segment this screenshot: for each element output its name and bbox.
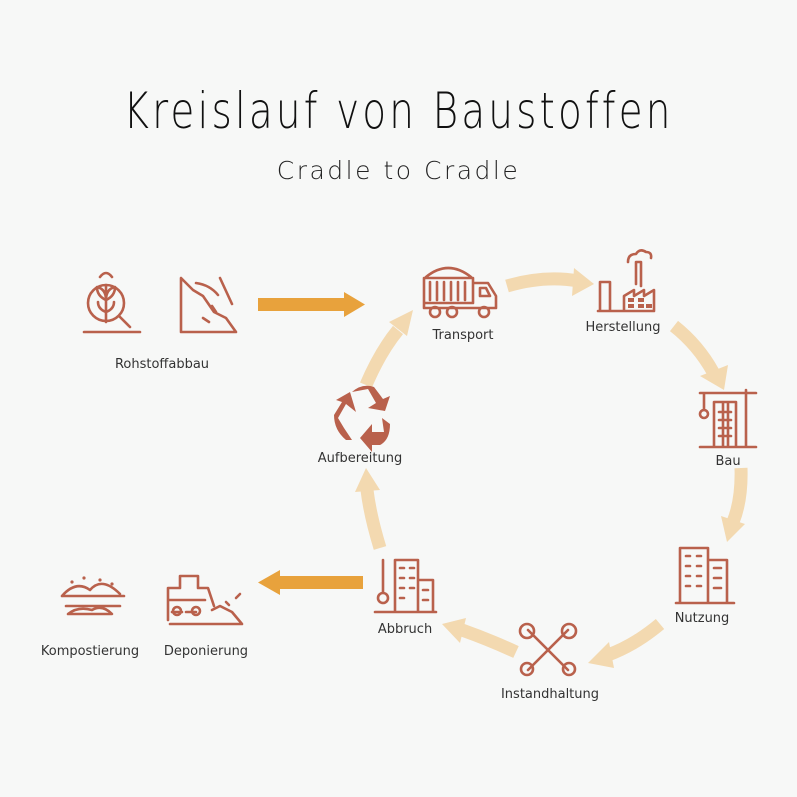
plant-magnifier-icon	[82, 271, 142, 334]
label-instandhaltung: Instandhaltung	[501, 687, 599, 702]
compost-pile-icon	[60, 576, 126, 616]
label-herstellung: Herstellung	[586, 320, 661, 335]
demolition-building-icon	[373, 558, 438, 614]
label-deponierung: Deponierung	[164, 644, 248, 659]
label-nutzung: Nutzung	[675, 611, 730, 626]
dump-truck-icon	[422, 266, 498, 319]
label-transport: Transport	[431, 328, 493, 343]
cycle-arrow-nutzung-instandhaltung	[588, 618, 665, 668]
cycle-arrow-aufbereitung-transport	[360, 310, 413, 388]
wrench-screwdriver-icon	[518, 622, 578, 677]
label-abbruch: Abbruch	[378, 622, 432, 637]
label-aufbereitung: Aufbereitung	[318, 451, 402, 466]
label-bau: Bau	[715, 454, 740, 469]
recycle-icon	[334, 385, 390, 452]
arrow-rohstoff-to-transport	[258, 292, 365, 317]
cycle-arrow-instandhaltung-abbruch	[442, 618, 519, 658]
label-kompostierung: Kompostierung	[41, 644, 139, 659]
arrow-abbruch-to-deponie	[258, 570, 363, 595]
cycle-arrow-herstellung-bau	[669, 320, 728, 390]
cycle-arrow-transport-herstellung	[505, 268, 594, 296]
label-rohstoffabbau: Rohstoffabbau	[115, 357, 209, 372]
factory-icon	[596, 249, 656, 313]
diagram-title: Kreislauf von Baustoffen	[123, 82, 674, 140]
mining-pickaxe-icon	[179, 276, 238, 334]
bulldozer-landfill-icon	[166, 574, 244, 626]
cycle-arrow-abbruch-aufbereitung	[355, 468, 387, 550]
cycle-arrow-bau-nutzung	[721, 467, 748, 542]
buildings-icon	[674, 546, 736, 605]
diagram-subtitle: Cradle to Cradle	[276, 156, 521, 185]
crane-construction-icon	[698, 388, 758, 449]
